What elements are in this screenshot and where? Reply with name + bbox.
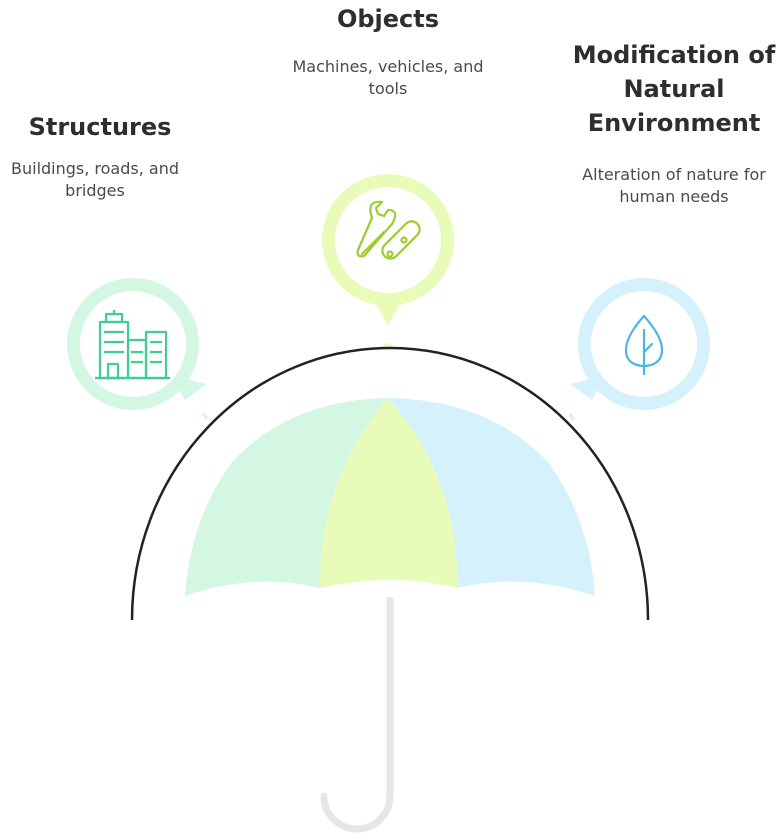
- objects-badge: [322, 174, 454, 326]
- structures-description: Buildings, roads, and bridges: [11, 159, 179, 200]
- arc-marker-structures: [201, 412, 209, 420]
- objects-description: Machines, vehicles, and tools: [292, 57, 484, 98]
- arc-marker-nature: [568, 413, 576, 421]
- umbrella-handle: [320, 596, 394, 833]
- canopy-segment-structures: [185, 398, 388, 596]
- wrench-tools-icon: [356, 200, 421, 260]
- umbrella-outer-arc: [130, 346, 650, 621]
- canopy-segment-objects: [319, 398, 458, 588]
- nature-title: Modification of Natural Environment: [572, 41, 776, 137]
- canopy-segment-nature: [388, 398, 595, 596]
- structures-title: Structures: [28, 113, 172, 141]
- objects-title: Objects: [336, 5, 440, 33]
- structures-badge: [67, 278, 207, 410]
- nature-badge: [570, 278, 710, 410]
- tree-icon: [624, 314, 664, 376]
- nature-description: Alteration of nature for human needs: [582, 165, 766, 206]
- buildings-icon: [95, 310, 170, 380]
